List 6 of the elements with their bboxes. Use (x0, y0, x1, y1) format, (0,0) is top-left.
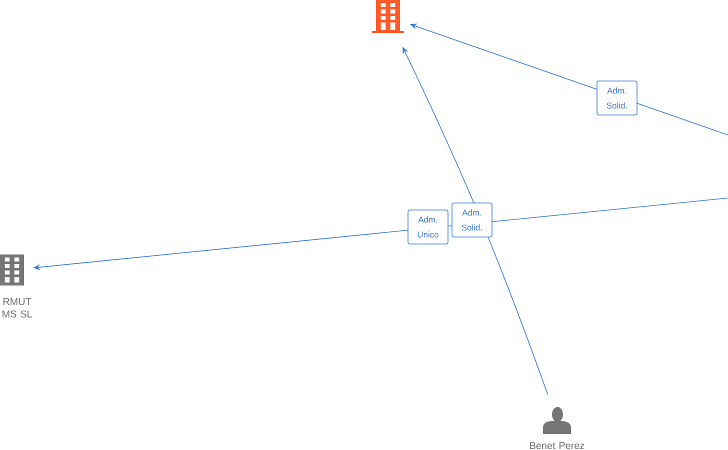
name-label: Benet Perez (530, 442, 584, 450)
edge-label: Adm. Solid. (596, 80, 638, 116)
edge-label: Adm. Solid. (452, 202, 492, 238)
name-label: RMUT MS SL (2, 298, 32, 318)
building-icon (372, 0, 404, 33)
edge-label: Adm. Unico (408, 210, 448, 244)
